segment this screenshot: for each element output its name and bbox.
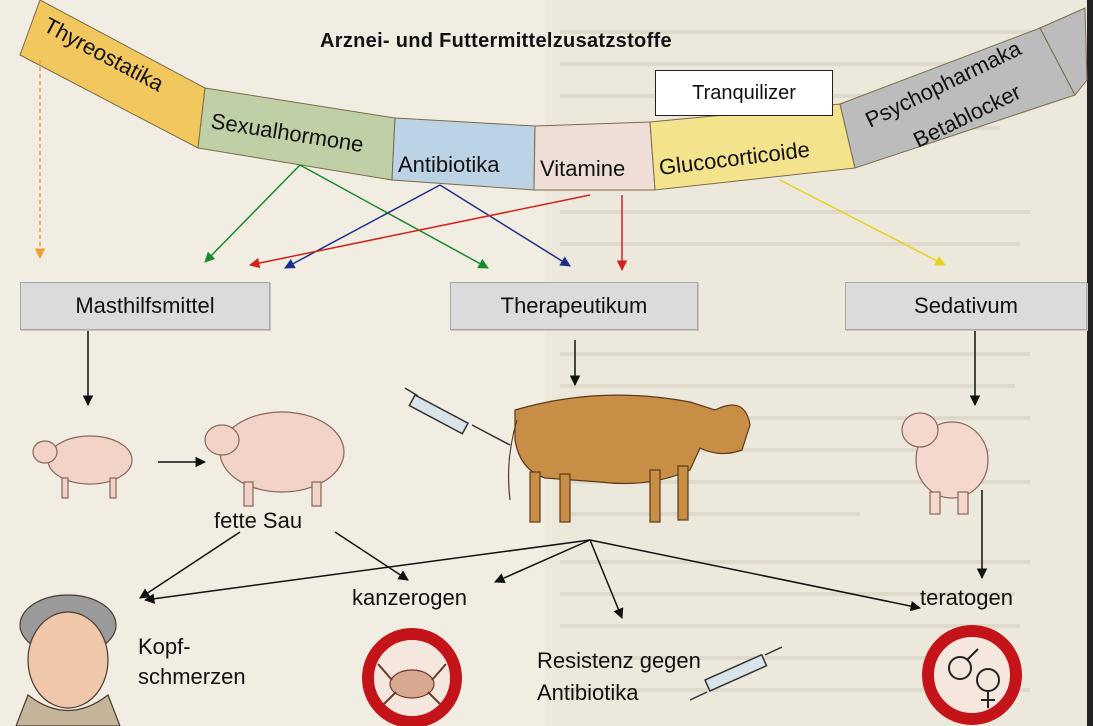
kanzerogen-label: kanzerogen [352,585,467,611]
sedativum-box: Sedativum [845,282,1087,330]
therapeutikum-box: Therapeutikum [450,282,698,330]
crab-icon [368,634,456,722]
arc-label-vitamine: Vitamine [540,156,625,181]
therapeutikum-label: Therapeutikum [451,293,697,319]
resistenz-label-line2: Antibiotika [537,680,639,706]
tranquilizer-label-box: Tranquilizer [655,70,833,116]
kopfschmerzen-label-line1: Kopf- [138,634,191,660]
kopfschmerzen-label-line2: schmerzen [138,664,246,690]
masthilfsmittel-label: Masthilfsmittel [21,293,269,319]
gender-symbol-icon [928,631,1016,719]
tranquilizer-label: Tranquilizer [656,82,832,105]
sedativum-label: Sedativum [846,293,1086,319]
diagram-title: Arznei- und Futtermittelzusatzstoffe [320,30,672,53]
fette-sau-label: fette Sau [214,508,302,534]
headache-person-icon [16,595,120,726]
masthilfsmittel-box: Masthilfsmittel [20,282,270,330]
teratogen-label: teratogen [920,585,1013,611]
arc-label-antibiotika: Antibiotika [398,152,500,177]
resistenz-label-line1: Resistenz gegen [537,648,701,674]
